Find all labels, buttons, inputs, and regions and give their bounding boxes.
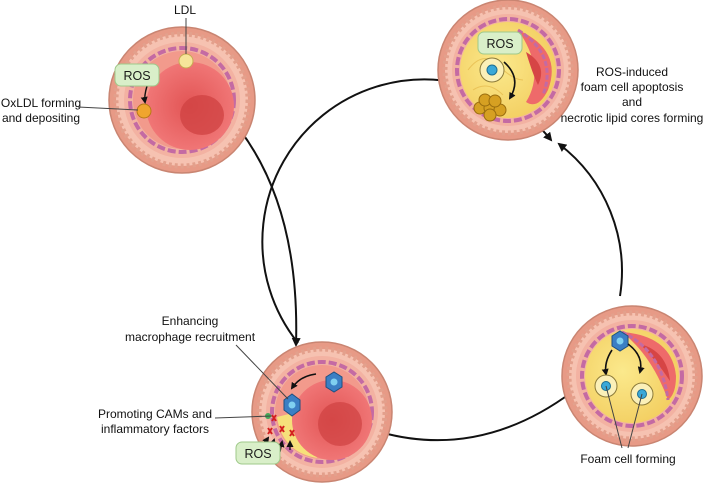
oxldl-particle xyxy=(136,103,152,119)
vessel-stage-4 xyxy=(437,0,579,141)
vessel-stage-2 xyxy=(251,341,393,483)
label-apoptosis-line3: and xyxy=(622,95,642,109)
necrotic-core xyxy=(473,93,507,122)
label-cams-line2: inflammatory factors xyxy=(101,422,209,436)
cycle-arc-right xyxy=(557,142,623,297)
label-cams-line1: Promoting CAMs and xyxy=(98,407,212,421)
cycle-arc-bottom xyxy=(379,390,574,442)
label-oxldl-line2: and depositing xyxy=(2,111,80,125)
ros-box-stage-4: ROS xyxy=(477,31,523,55)
macrophage-3 xyxy=(611,330,629,352)
label-apoptosis-line2: foam cell apoptosis xyxy=(581,80,684,94)
label-apoptosis-line1: ROS-induced xyxy=(596,65,668,79)
ldl-particle xyxy=(178,53,194,69)
label-oxldl-line1: OxLDL forming xyxy=(1,96,81,110)
label-ldl: LDL xyxy=(174,3,196,17)
ros-box-stage-1: ROS xyxy=(114,63,160,87)
svg-text:ROS: ROS xyxy=(244,447,271,461)
cams-markers xyxy=(267,414,295,437)
svg-text:ROS: ROS xyxy=(486,37,513,51)
macrophage-1 xyxy=(283,393,301,417)
svg-text:ROS: ROS xyxy=(123,69,150,83)
ros-box-stage-2: ROS xyxy=(235,441,281,465)
label-recruit-line2: macrophage recruitment xyxy=(125,330,256,344)
cycle-arc-topleft xyxy=(239,129,301,347)
label-foam: Foam cell forming xyxy=(580,452,675,466)
vessel-stage-1 xyxy=(108,26,256,174)
label-recruit-line1: Enhancing xyxy=(162,314,219,328)
label-apoptosis-line4: necrotic lipid cores forming xyxy=(561,111,704,125)
macrophage-2 xyxy=(325,371,343,393)
vessel-stage-3 xyxy=(561,305,703,447)
